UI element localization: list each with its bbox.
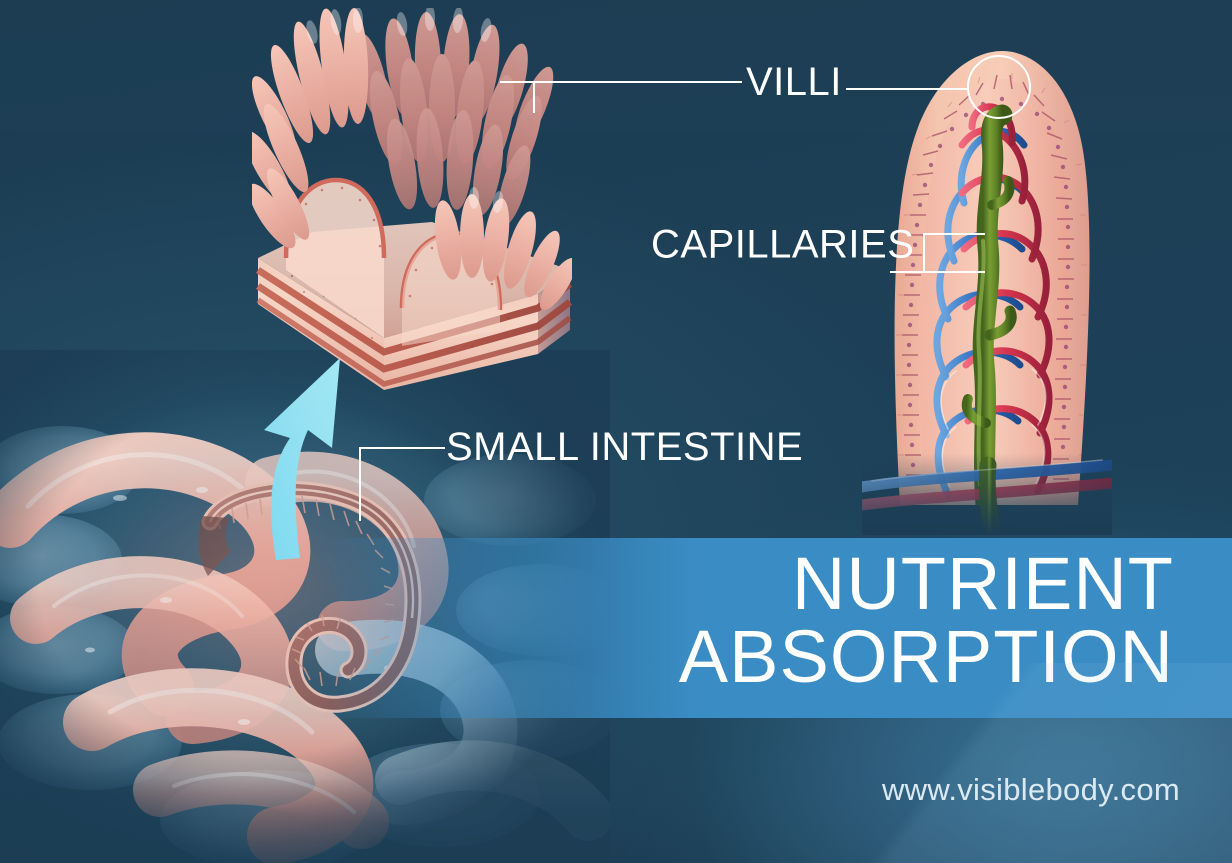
villi-tip-highlights bbox=[306, 5, 504, 213]
small-intestine-leader-horizontal bbox=[359, 447, 445, 449]
website-url: www.visiblebody.com bbox=[881, 772, 1180, 807]
callout-label-villi: VILLI bbox=[746, 60, 842, 104]
callout-label-capillaries: CAPILLARIES bbox=[651, 222, 915, 267]
villi-leader-line-left-horizontal bbox=[500, 81, 742, 83]
microvilli-highlight-circle bbox=[967, 55, 1031, 119]
villi-leader-line-right bbox=[846, 88, 968, 90]
footer-diagonal-wedge bbox=[802, 663, 1232, 863]
capillaries-leader-line-horizontal bbox=[890, 271, 925, 273]
small-intestine-leader-vertical bbox=[359, 447, 361, 521]
callout-label-small-intestine: SMALL INTESTINE bbox=[446, 425, 804, 469]
intestinal-wall-tissue-block bbox=[244, 5, 577, 408]
villi-projections bbox=[244, 5, 577, 310]
single-villus-cross-section bbox=[856, 35, 1118, 535]
capillaries-leader-bracket-bottom bbox=[923, 271, 985, 273]
magnification-arrow bbox=[228, 352, 378, 567]
villus-base-fade bbox=[862, 453, 1112, 535]
capillaries-leader-bracket-top bbox=[923, 233, 985, 235]
title-text: NUTRIENT ABSORPTION bbox=[534, 542, 1174, 698]
title-banner bbox=[0, 538, 1232, 718]
capillaries-leader-bracket-vertical bbox=[923, 233, 925, 273]
epithelial-cells bbox=[896, 73, 1087, 505]
title-line-2: ABSORPTION bbox=[678, 614, 1174, 698]
arrow-shape bbox=[264, 358, 340, 560]
villi-leader-line-left-vertical bbox=[533, 81, 535, 113]
lacteal bbox=[961, 104, 1017, 505]
title-line-1: NUTRIENT bbox=[791, 542, 1174, 625]
